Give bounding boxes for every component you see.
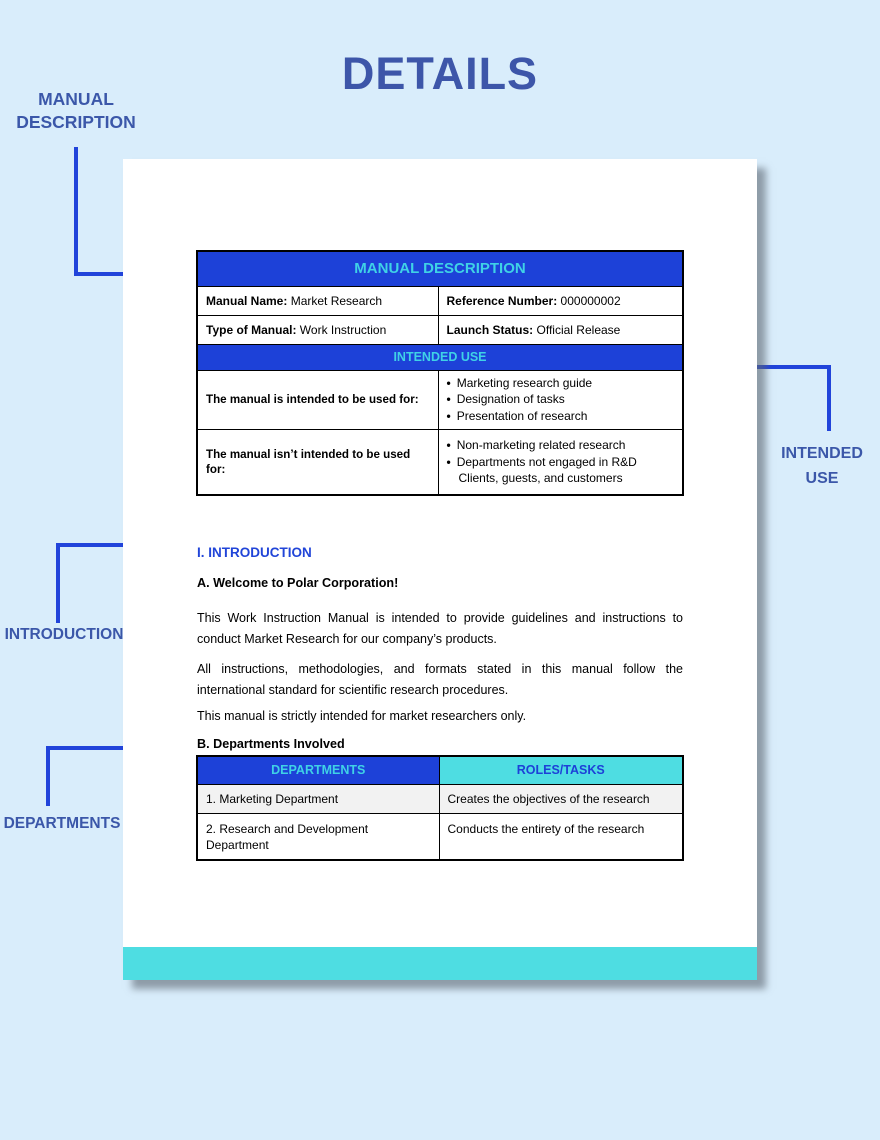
annotation-manual-description-line1: MANUAL bbox=[38, 89, 114, 109]
document-page: MANUAL DESCRIPTION Manual Name: Market R… bbox=[123, 159, 757, 980]
bullet-continuation: Clients, guests, and customers bbox=[458, 471, 623, 485]
not-intended-for-bullets: Non-marketing related research Departmen… bbox=[437, 428, 684, 496]
connector-line-intended-use bbox=[688, 365, 831, 431]
not-intended-for-label: The manual isn’t intended to be used for… bbox=[196, 428, 439, 496]
launch-status-cell: Launch Status: Official Release bbox=[437, 314, 684, 345]
bullet-item: Non-marketing related research bbox=[447, 437, 675, 454]
role-cell: Conducts the entirety of the research bbox=[438, 812, 684, 861]
bullet-item: Departments not engaged in R&D bbox=[447, 454, 675, 471]
annotation-manual-description: MANUAL DESCRIPTION bbox=[0, 88, 152, 134]
reference-number-cell: Reference Number: 000000002 bbox=[437, 285, 684, 316]
bullet-item: Marketing research guide bbox=[447, 375, 675, 392]
page-title: DETAILS bbox=[341, 48, 539, 99]
annotation-introduction: INTRODUCTION bbox=[4, 626, 124, 643]
intended-use-band: INTENDED USE bbox=[196, 343, 684, 371]
introduction-paragraph-2: All instructions, methodologies, and for… bbox=[197, 662, 683, 697]
intended-for-bullets: Marketing research guide Designation of … bbox=[437, 369, 684, 430]
table-row: Manual Name: Market Research Reference N… bbox=[196, 285, 684, 316]
connector-line-departments bbox=[46, 746, 172, 806]
welcome-subheading: A. Welcome to Polar Corporation! bbox=[197, 576, 399, 590]
departments-subheading: B. Departments Involved bbox=[197, 737, 345, 751]
role-cell: Creates the objectives of the research bbox=[438, 783, 684, 814]
table-row: The manual isn’t intended to be used for… bbox=[196, 428, 684, 496]
department-cell: 2. Research and Development Department bbox=[196, 812, 440, 861]
manual-description-table: MANUAL DESCRIPTION Manual Name: Market R… bbox=[196, 250, 684, 496]
table-row: Type of Manual: Work Instruction Launch … bbox=[196, 314, 684, 345]
annotation-intended-use-line1: INTENDED bbox=[781, 445, 863, 462]
annotation-departments: DEPARTMENTS bbox=[3, 815, 121, 832]
bullet-item: Presentation of research bbox=[447, 408, 675, 425]
annotation-intended-use-line2: USE bbox=[805, 470, 839, 487]
departments-column-header: DEPARTMENTS bbox=[196, 755, 440, 785]
annotation-intended-use: INTENDED USE bbox=[766, 441, 878, 491]
bullet-item: Designation of tasks bbox=[447, 391, 675, 408]
page-footer-bar bbox=[123, 947, 757, 980]
connector-line-introduction bbox=[56, 543, 175, 623]
manual-table-header: MANUAL DESCRIPTION bbox=[196, 250, 684, 287]
table-row: 1. Marketing Department Creates the obje… bbox=[196, 783, 684, 814]
manual-name-cell: Manual Name: Market Research bbox=[196, 285, 439, 316]
manual-type-cell: Type of Manual: Work Instruction bbox=[196, 314, 439, 345]
intended-for-label: The manual is intended to be used for: bbox=[196, 369, 439, 430]
introduction-paragraph-1: This Work Instruction Manual is intended… bbox=[197, 611, 683, 646]
introduction-heading: I. INTRODUCTION bbox=[197, 545, 312, 560]
department-cell: 1. Marketing Department bbox=[196, 783, 440, 814]
introduction-paragraph-3: This manual is strictly intended for mar… bbox=[197, 709, 527, 723]
departments-table: DEPARTMENTS ROLES/TASKS 1. Marketing Dep… bbox=[196, 755, 684, 861]
table-row: 2. Research and Development Department C… bbox=[196, 812, 684, 861]
table-header-row: DEPARTMENTS ROLES/TASKS bbox=[196, 755, 684, 785]
annotation-manual-description-line2: DESCRIPTION bbox=[16, 112, 136, 132]
table-row: The manual is intended to be used for: M… bbox=[196, 369, 684, 430]
roles-column-header: ROLES/TASKS bbox=[438, 755, 684, 785]
